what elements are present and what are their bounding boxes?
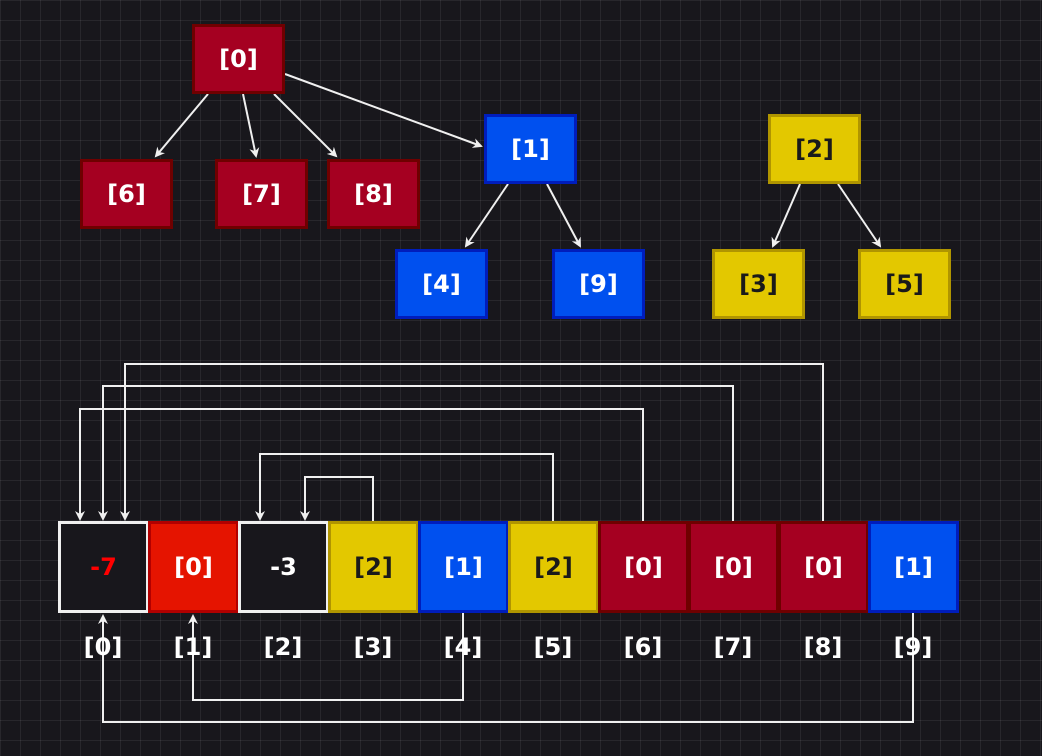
tree-node-2: [2] [768,114,861,184]
tree-node-1: [1] [484,114,577,184]
tree-node-7: [7] [215,159,308,229]
array-index-9: [9] [893,633,933,661]
edge-0-to-8 [273,93,338,158]
array-cell-9: [1] [868,521,959,613]
pointer-7-to-0 [98,385,734,521]
pointer-9-to-0 [98,613,914,723]
pointer-5-to-2 [255,453,554,521]
array-index-7: [7] [713,633,753,661]
array-index-2: [2] [263,633,303,661]
array-index-6: [6] [623,633,663,661]
tree-node-6: [6] [80,159,173,229]
array-cell-7: [0] [688,521,779,613]
edge-2-to-5 [837,183,882,248]
tree-node-9: [9] [552,249,645,319]
pointer-3-to-2 [300,476,374,521]
edge-0-to-7 [242,93,260,158]
tree-node-4: [4] [395,249,488,319]
pointer-8-to-0 [120,363,824,521]
array-cell-2: -3 [238,521,329,613]
edge-0-to-6 [154,93,209,158]
array-index-1: [1] [173,633,213,661]
edge-0-to-1 [284,73,483,148]
array-index-4: [4] [443,633,483,661]
array-index-5: [5] [533,633,573,661]
array-cell-6: [0] [598,521,689,613]
array-cell-8: [0] [778,521,869,613]
pointer-4-to-1 [188,613,464,701]
tree-node-3: [3] [712,249,805,319]
edge-1-to-4 [464,183,509,248]
tree-node-0: [0] [192,24,285,94]
tree-node-8: [8] [327,159,420,229]
array-index-8: [8] [803,633,843,661]
array-cell-0: -7 [58,521,149,613]
array-index-3: [3] [353,633,393,661]
edge-1-to-9 [546,183,581,248]
array-cell-5: [2] [508,521,599,613]
pointer-6-to-0 [75,408,644,521]
array-cell-4: [1] [418,521,509,613]
array-index-0: [0] [83,633,123,661]
edge-2-to-3 [771,183,801,248]
tree-node-5: [5] [858,249,951,319]
array-cell-3: [2] [328,521,419,613]
array-cell-1: [0] [148,521,239,613]
